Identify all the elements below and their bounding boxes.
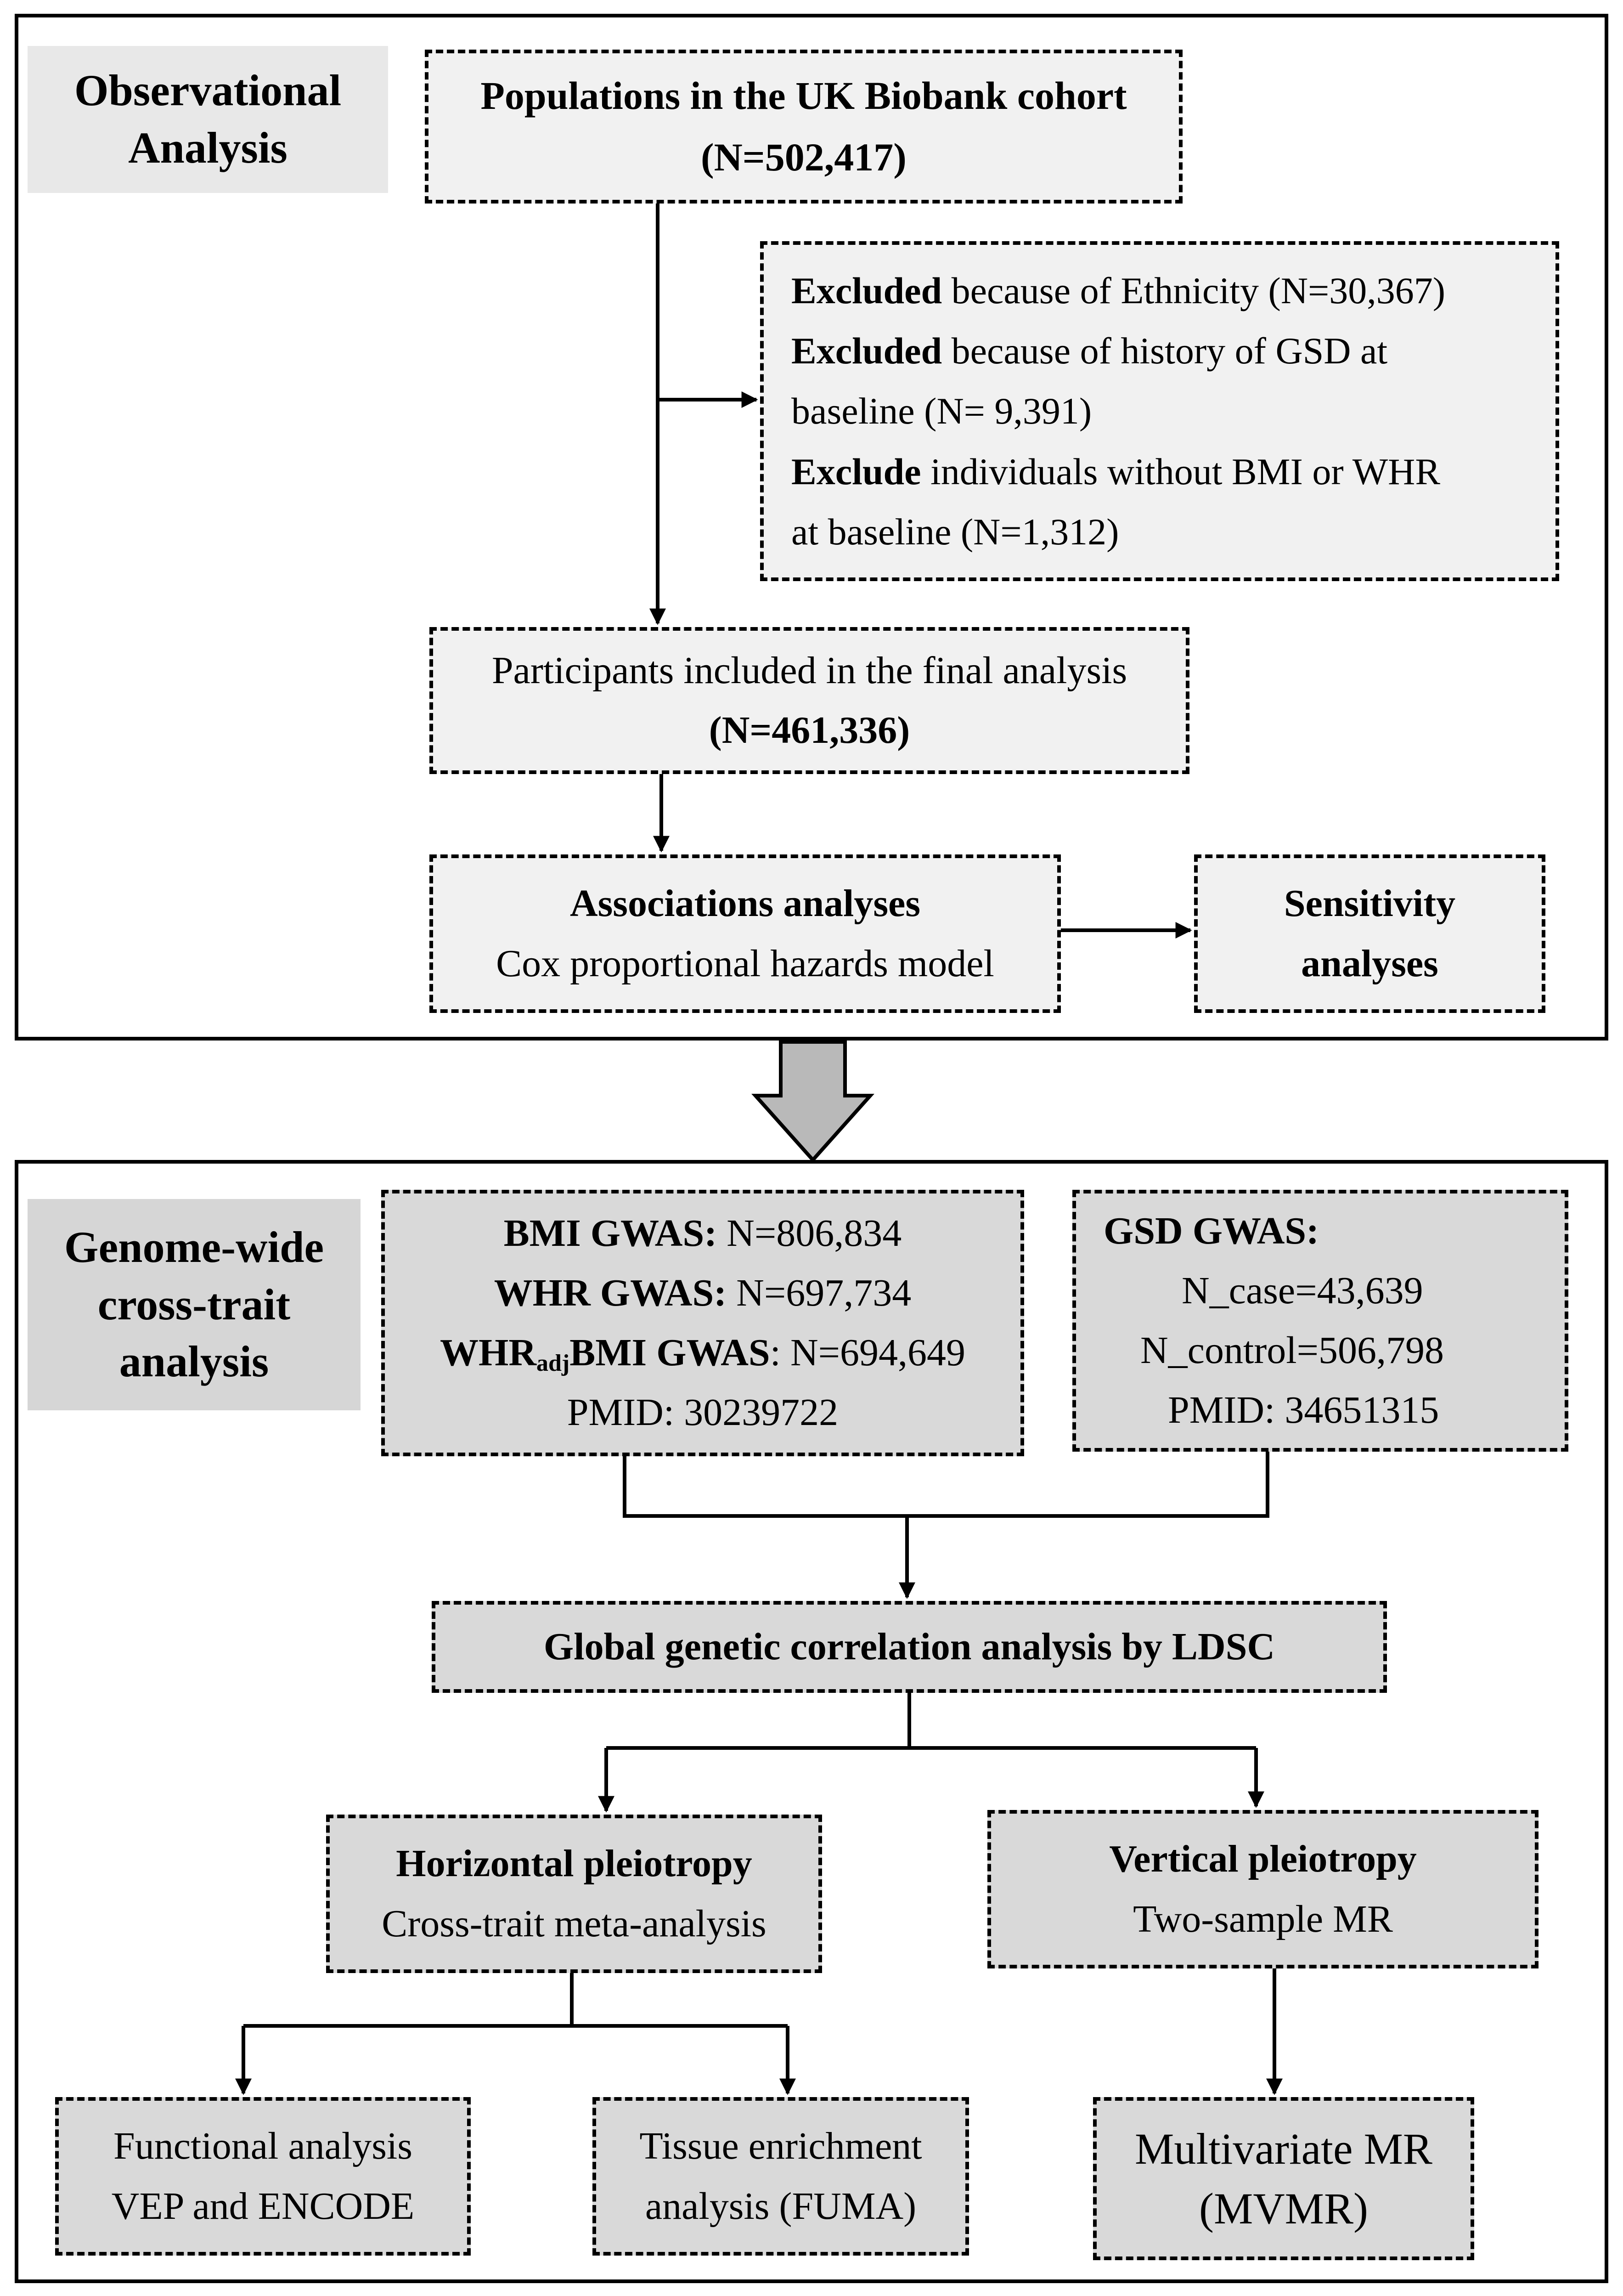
exclusion-bold: Excluded (791, 330, 942, 372)
gsd-gwas-box: GSD GWAS: N_case=43,639 N_control=506,79… (1072, 1190, 1568, 1452)
ldsc-box: Global genetic correlation analysis by L… (432, 1601, 1387, 1693)
bmi-gwas-label: BMI GWAS: (503, 1211, 717, 1255)
vertical-pleiotropy-box: Vertical pleiotropy Two-sample MR (987, 1810, 1538, 1968)
associations-box: Associations analyses Cox proportional h… (429, 854, 1061, 1013)
section-label-line: Observational (74, 66, 342, 115)
mvmr-line: (MVMR) (1199, 2183, 1368, 2233)
exclusion-text: baseline (N= 9,391) (791, 390, 1092, 432)
exclusion-box: Excluded because of Ethnicity (N=30,367)… (760, 241, 1559, 581)
whradj-sub: adj (536, 1350, 570, 1376)
bmi-gwas-line: BMI GWAS: N=806,834 (504, 1204, 902, 1263)
vertical-subtitle: Two-sample MR (1133, 1897, 1393, 1940)
whradj-n: : N=694,649 (770, 1331, 966, 1374)
connector-ldsc-split (606, 1693, 911, 1750)
connector-horizontal-split (243, 1973, 574, 2028)
population-n: (N=502,417) (701, 135, 907, 179)
mvmr-box: Multivariate MR (MVMR) (1093, 2097, 1474, 2260)
sensitivity-box: Sensitivity analyses (1194, 854, 1545, 1013)
sensitivity-line: Sensitivity (1284, 882, 1456, 925)
whr-gwas-n: N=697,734 (727, 1271, 912, 1314)
whr-gwas-label: WHR GWAS: (494, 1271, 727, 1314)
connector-gwas-merge (623, 1452, 1269, 1518)
genome-section-label: Genome-wide cross-trait analysis (28, 1199, 361, 1410)
gsd-n-control: N_control=506,798 (1140, 1329, 1444, 1372)
functional-line: VEP and ENCODE (111, 2184, 415, 2228)
observational-section-label: Observational Analysis (28, 46, 388, 193)
section-transition-arrow (751, 1040, 874, 1163)
tissue-line: Tissue enrichment (639, 2125, 922, 2168)
gsd-pmid: PMID: 34651315 (1168, 1389, 1439, 1432)
exclusion-text: because of Ethnicity (N=30,367) (942, 270, 1446, 312)
exclusion-bold: Exclude (791, 450, 921, 492)
bmi-pmid: PMID: 30239722 (567, 1391, 839, 1434)
exclusion-line: baseline (N= 9,391) (791, 381, 1092, 441)
horizontal-subtitle: Cross-trait meta-analysis (382, 1902, 766, 1945)
exclusion-text: because of history of GSD at (942, 330, 1388, 372)
horizontal-pleiotropy-box: Horizontal pleiotropy Cross-trait meta-a… (326, 1815, 822, 1973)
mvmr-line: Multivariate MR (1135, 2124, 1432, 2173)
exclusion-line: Exclude individuals without BMI or WHR (791, 441, 1440, 502)
sensitivity-line: analyses (1301, 942, 1438, 985)
whr-gwas-line: WHR GWAS: N=697,734 (494, 1263, 911, 1323)
final-analysis-n: (N=461,336) (709, 709, 910, 752)
whradj-prefix: WHR (440, 1331, 536, 1374)
functional-line: Functional analysis (113, 2125, 412, 2168)
ldsc-label: Global genetic correlation analysis by L… (543, 1625, 1275, 1668)
final-analysis-title: Participants included in the final analy… (491, 649, 1127, 692)
section-label-line: Analysis (128, 123, 287, 172)
gsd-gwas-label: GSD GWAS: (1104, 1209, 1319, 1252)
population-title: Populations in the UK Biobank cohort (480, 74, 1127, 118)
exclusion-line: at baseline (N=1,312) (791, 502, 1119, 562)
horizontal-title: Horizontal pleiotropy (396, 1842, 752, 1885)
final-analysis-box: Participants included in the final analy… (429, 627, 1189, 774)
exclusion-text: individuals without BMI or WHR (921, 450, 1441, 492)
functional-analysis-box: Functional analysis VEP and ENCODE (55, 2097, 471, 2256)
whradj-gwas-line: WHRadjBMI GWAS: N=694,649 (440, 1323, 965, 1383)
section-label-line: Genome-wide (64, 1222, 324, 1272)
associations-title: Associations analyses (569, 882, 921, 925)
exclusion-line: Excluded because of history of GSD at (791, 321, 1387, 381)
tissue-enrichment-box: Tissue enrichment analysis (FUMA) (592, 2097, 969, 2256)
exclusion-text: at baseline (N=1,312) (791, 510, 1119, 553)
tissue-line: analysis (FUMA) (645, 2184, 917, 2228)
associations-subtitle: Cox proportional hazards model (496, 942, 994, 985)
whradj-suffix: BMI GWAS (569, 1331, 770, 1374)
section-label-line: cross-trait (97, 1279, 291, 1329)
vertical-title: Vertical pleiotropy (1109, 1838, 1417, 1881)
gsd-n-case: N_case=43,639 (1182, 1269, 1423, 1312)
population-box: Populations in the UK Biobank cohort (N=… (425, 50, 1183, 204)
exclusion-bold: Excluded (791, 270, 942, 312)
exclusion-line: Excluded because of Ethnicity (N=30,367) (791, 260, 1445, 321)
section-label-line: analysis (119, 1337, 269, 1386)
bmi-gwas-n: N=806,834 (717, 1211, 902, 1255)
bmi-gwas-box: BMI GWAS: N=806,834 WHR GWAS: N=697,734 … (381, 1190, 1024, 1456)
